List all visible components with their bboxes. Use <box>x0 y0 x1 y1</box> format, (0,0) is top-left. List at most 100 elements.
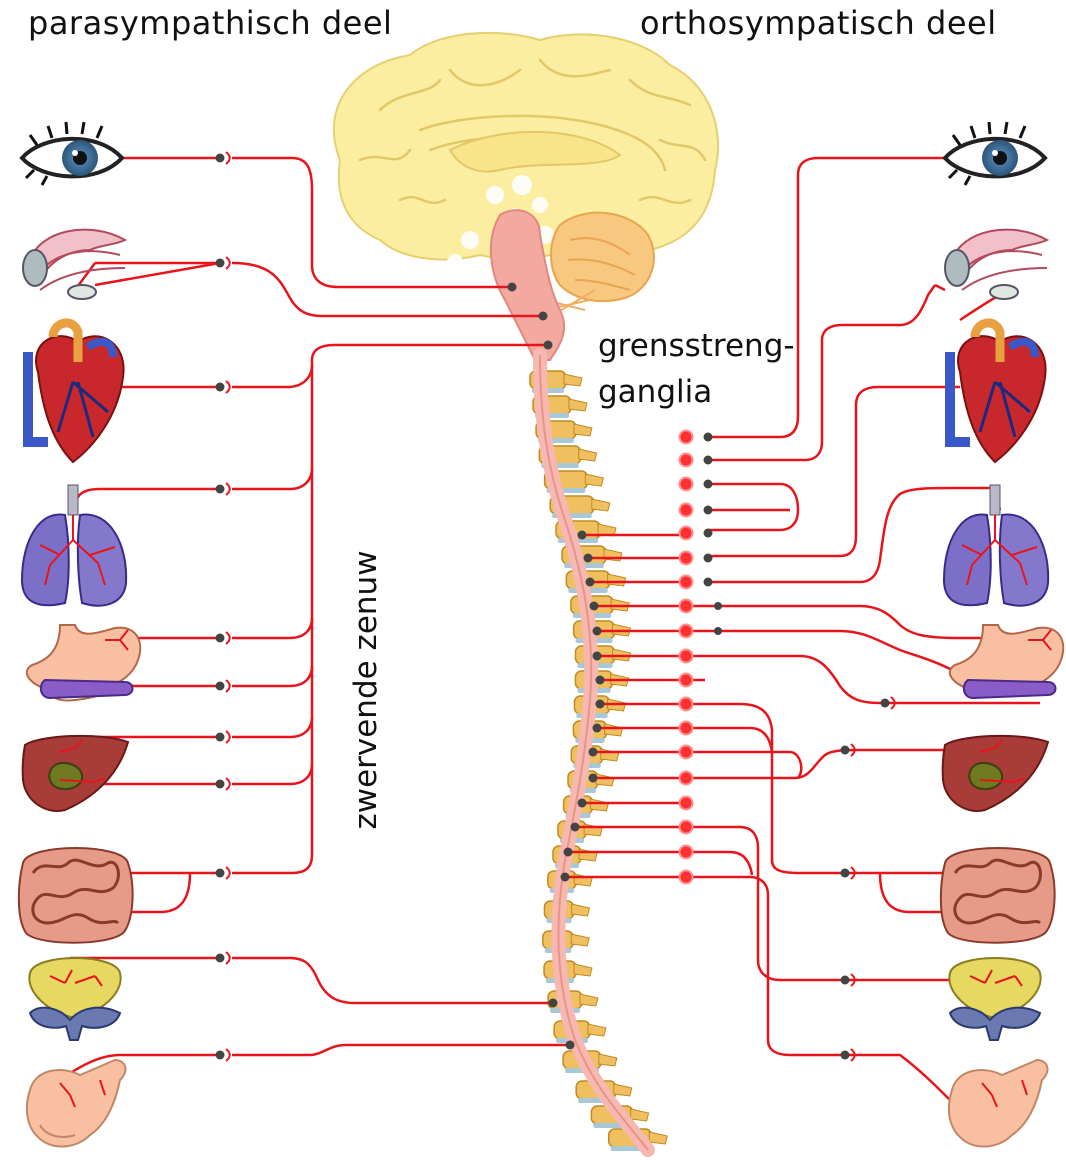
orthosympathetic-title: orthosympatisch deel <box>640 4 997 42</box>
synapse-mark <box>226 867 230 879</box>
synapse-mark <box>226 952 230 964</box>
vertebral-process <box>588 1024 606 1036</box>
spinal-node <box>544 341 553 350</box>
vertebral-process <box>574 964 592 976</box>
bladder-icon <box>949 958 1040 1040</box>
spinal-node <box>564 848 573 857</box>
lungs-icon <box>22 485 126 606</box>
left-organs <box>19 122 140 1147</box>
spinal-node <box>589 774 598 783</box>
eye-icon <box>945 122 1045 185</box>
spinal-node <box>589 748 598 757</box>
sympathetic-ganglion <box>680 600 693 613</box>
spinal-node <box>566 1041 575 1050</box>
relay-node <box>216 154 225 163</box>
sympathetic-ganglion <box>680 746 693 759</box>
heart-icon <box>28 323 124 462</box>
synapse-mark <box>226 1049 230 1061</box>
relay-node <box>216 383 225 392</box>
bladder-icon <box>29 958 120 1040</box>
sympathetic-ganglion <box>680 846 693 859</box>
vertebral-process <box>614 1084 632 1096</box>
vertebral-process <box>608 574 626 586</box>
spinal-node <box>593 652 602 661</box>
vertebral-process <box>590 799 608 811</box>
sympathetic-ganglion <box>680 504 693 517</box>
cerebellum <box>545 213 654 318</box>
synapse-mark <box>226 152 230 164</box>
spinal-node <box>561 873 570 882</box>
relay-node <box>841 869 850 878</box>
relay-node <box>216 485 225 494</box>
synapse-mark <box>226 483 230 495</box>
stomach-icon <box>27 625 140 701</box>
relay-node <box>841 746 850 755</box>
spinal-node <box>578 531 587 540</box>
sympathetic-ganglion <box>680 527 693 540</box>
sympathetic-ganglion <box>680 478 693 491</box>
heart-icon <box>950 323 1046 462</box>
stomach-icon <box>950 625 1063 698</box>
intestines-icon <box>19 848 133 943</box>
relay-node <box>841 1051 850 1060</box>
sympathetic-ganglion <box>680 552 693 565</box>
vertebral-process <box>564 374 582 386</box>
sympathetic-ganglion <box>680 722 693 735</box>
ganglia-label-line1: grensstreng- <box>598 328 795 364</box>
spinal-node <box>571 823 580 832</box>
sympathetic-ganglion <box>680 454 693 467</box>
sympathetic-ganglion <box>680 698 693 711</box>
spinal-node <box>593 627 602 636</box>
relay-node <box>216 733 225 742</box>
sympathetic-ganglion <box>680 821 693 834</box>
ganglion-node <box>714 602 722 610</box>
relay-node <box>216 1051 225 1060</box>
vertebral-process <box>580 994 598 1006</box>
spinal-node <box>508 283 517 292</box>
relay-node <box>216 634 225 643</box>
relay-node <box>216 954 225 963</box>
vertebral-process <box>649 1132 667 1144</box>
ganglion-node <box>704 506 713 515</box>
spinal-node <box>578 799 587 808</box>
spinal-node <box>596 700 605 709</box>
eye-icon <box>22 122 122 185</box>
ganglion-node <box>704 456 713 465</box>
ganglion-node <box>704 529 713 538</box>
lungs-icon <box>944 485 1048 606</box>
spinal-node <box>539 312 548 321</box>
salivary-gland-icon <box>23 230 125 299</box>
synapse-mark <box>226 257 230 269</box>
spinal-node <box>549 999 558 1008</box>
vagus-nerve-label: zwervende zenuw <box>348 550 384 829</box>
intestines-icon <box>941 848 1055 943</box>
relay-node <box>216 682 225 691</box>
genitals-icon <box>27 1060 126 1147</box>
salivary-gland-icon <box>945 230 1047 299</box>
vertebral-process <box>605 724 623 736</box>
sympathetic-ganglion <box>680 797 693 810</box>
synapse-mark <box>226 381 230 393</box>
vertebral-process <box>574 424 592 436</box>
synapse-mark <box>226 778 230 790</box>
right-organs <box>941 122 1063 1147</box>
vertebral-process <box>569 399 587 411</box>
relay-node <box>216 780 225 789</box>
ganglion-node <box>704 578 713 587</box>
spinal-node <box>593 724 602 733</box>
spinal-node <box>596 676 605 685</box>
sympathetic-ganglion <box>680 871 693 884</box>
synapse-mark <box>226 632 230 644</box>
relay-node <box>841 976 850 985</box>
vertebral-process <box>599 1054 617 1066</box>
liver-icon <box>23 736 128 811</box>
liver-icon <box>943 736 1048 811</box>
synapse-mark <box>226 680 230 692</box>
vertebral-process <box>571 934 589 946</box>
parasympathetic-title: parasympathisch deel <box>28 4 392 42</box>
spinal-node <box>590 602 599 611</box>
vertebral-process <box>631 1109 649 1121</box>
vertebral-process <box>596 774 614 786</box>
relay-node <box>881 699 890 708</box>
